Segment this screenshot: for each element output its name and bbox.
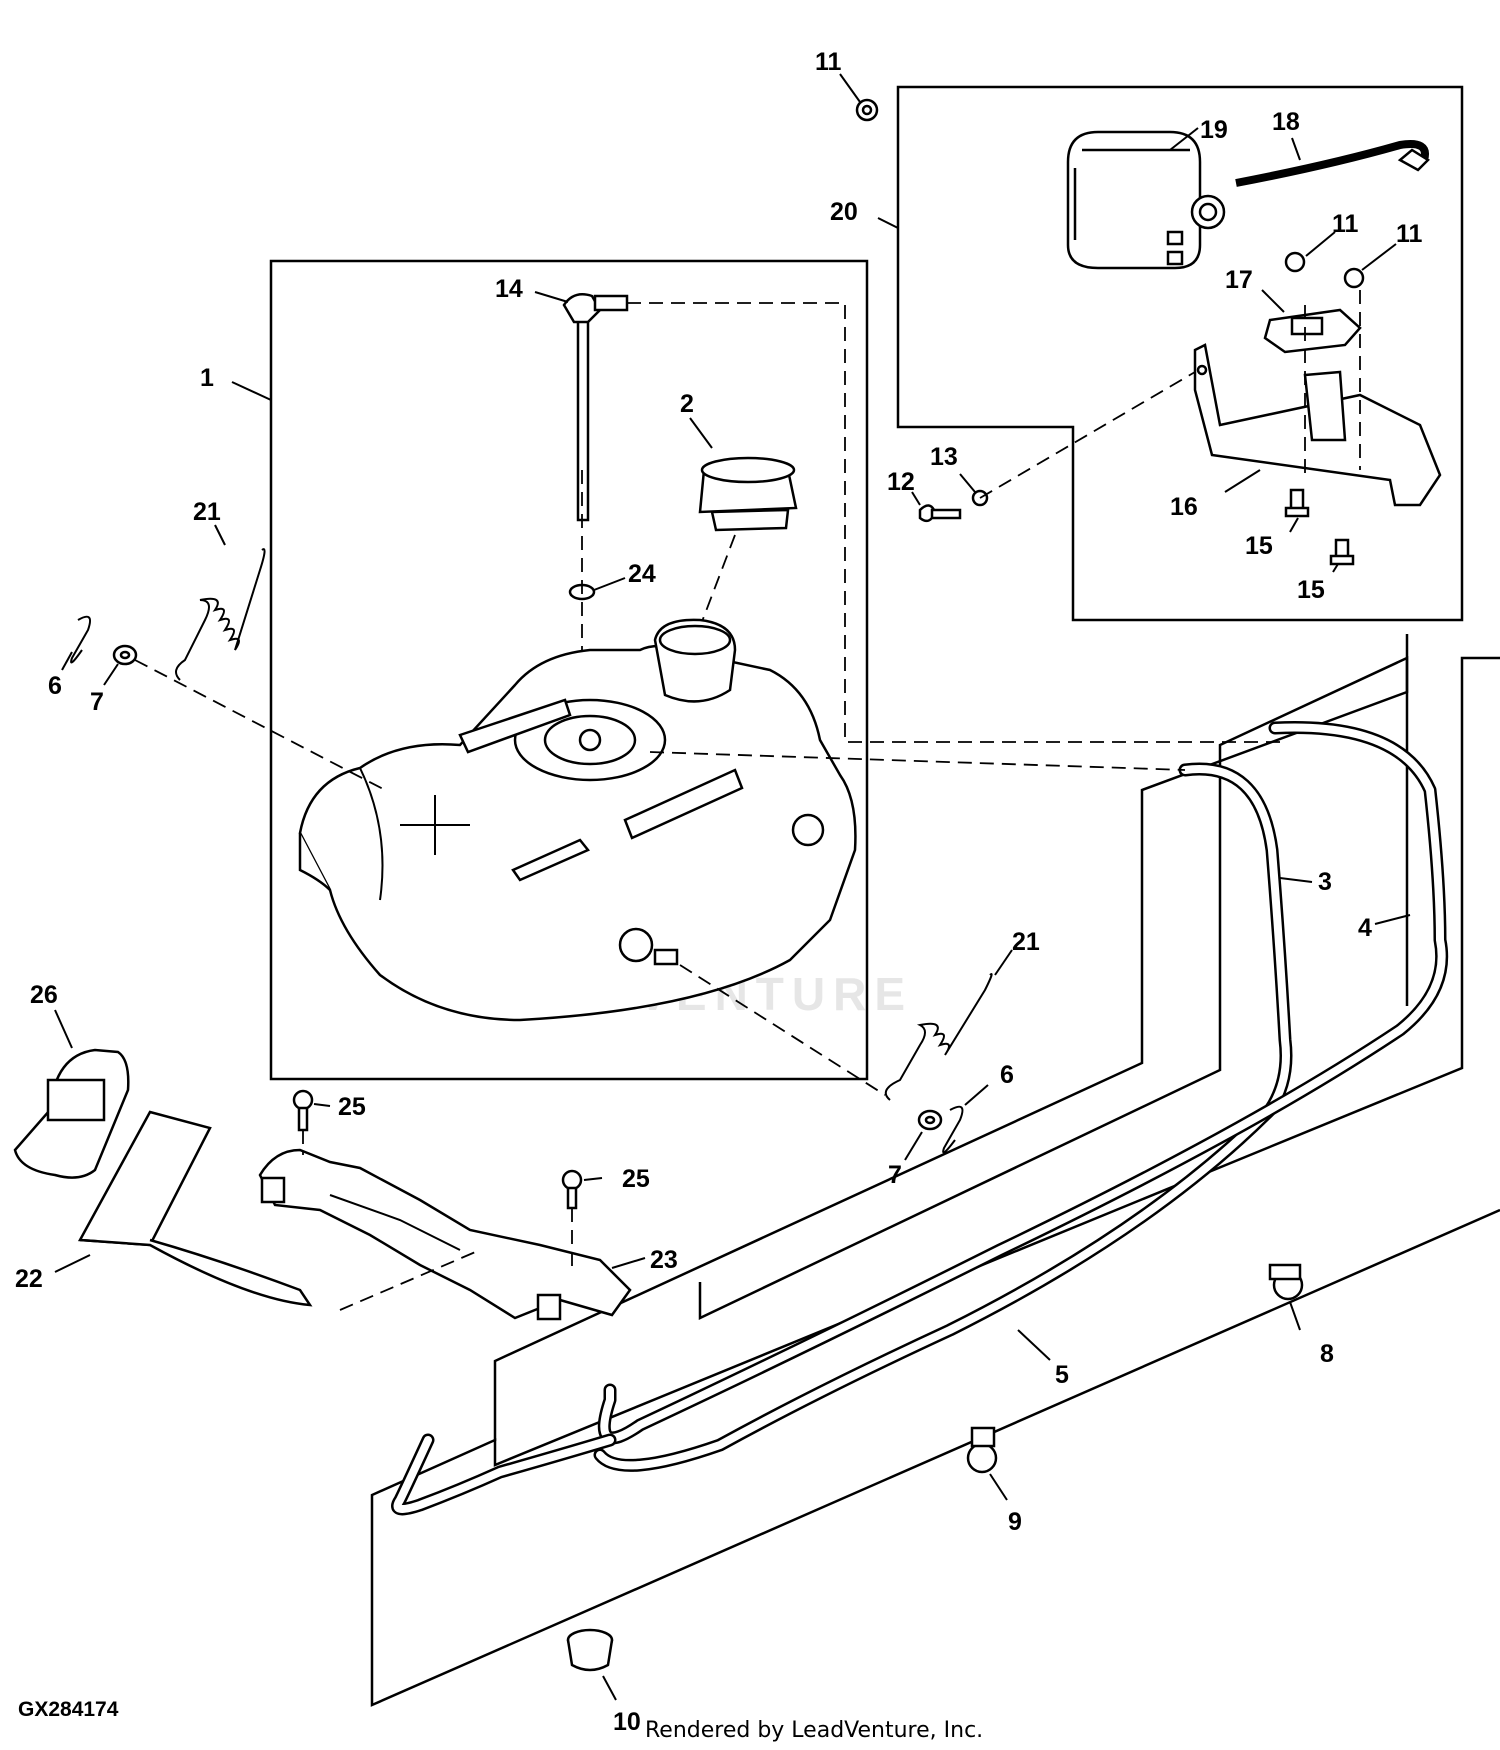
cotter-pin-6-right <box>942 1105 964 1154</box>
callout-12: 12 <box>887 468 915 496</box>
callout-15-b: 15 <box>1297 576 1325 604</box>
callout-17: 17 <box>1225 266 1253 294</box>
pickup-tube-14 <box>562 293 629 522</box>
callout-25-b: 25 <box>622 1165 650 1193</box>
nut-11-b <box>1343 267 1365 289</box>
callout-2: 2 <box>680 390 694 418</box>
callout-8: 8 <box>1320 1340 1334 1368</box>
callout-19: 19 <box>1200 116 1228 144</box>
fuel-hose-3 <box>593 762 1293 1472</box>
callout-20: 20 <box>830 198 858 226</box>
bracket-17 <box>1263 308 1362 354</box>
callout-13: 13 <box>930 443 958 471</box>
callout-9: 9 <box>1008 1508 1022 1536</box>
callout-24: 24 <box>628 560 656 588</box>
callout-5: 5 <box>1055 1361 1069 1389</box>
callout-3: 3 <box>1318 868 1332 896</box>
callout-7-right: 7 <box>888 1161 902 1189</box>
hose-panel-4 <box>698 656 1409 1320</box>
mount-bracket-16 <box>1193 343 1442 507</box>
callout-6-right: 6 <box>1000 1061 1014 1089</box>
hose-clamp-9 <box>966 1426 998 1474</box>
fuel-hose-5 <box>391 1433 617 1516</box>
callout-18: 18 <box>1272 108 1300 136</box>
hose-panel-back <box>493 634 1409 1441</box>
mount-bracket-23 <box>258 1148 632 1321</box>
fuel-tank <box>298 618 857 1022</box>
evap-canister-box <box>896 85 1464 622</box>
evap-canister-19 <box>1066 130 1226 270</box>
pin-12 <box>918 504 962 523</box>
nut-11-top <box>855 98 879 122</box>
callout-4: 4 <box>1358 914 1372 942</box>
callout-23: 23 <box>650 1246 678 1274</box>
callout-15-a: 15 <box>1245 532 1273 560</box>
callout-11-mid: 11 <box>1332 210 1359 238</box>
washer-7-left <box>112 644 138 666</box>
callout-21-left: 21 <box>193 498 221 526</box>
callout-16: 16 <box>1170 493 1198 521</box>
spring-21-right <box>884 973 993 1101</box>
bolt-25-a <box>292 1089 314 1132</box>
tank-assembly-box <box>269 259 869 1081</box>
callout-26: 26 <box>30 981 58 1009</box>
figure-id: GX284174 <box>18 1698 119 1721</box>
bezel-26 <box>13 1048 130 1179</box>
credit-text: Rendered by LeadVenture, Inc. <box>645 1718 984 1743</box>
callout-1: 1 <box>200 364 214 392</box>
callout-14: 14 <box>495 275 523 303</box>
vent-hose-18 <box>1235 140 1430 187</box>
bolt-25-b <box>561 1169 583 1210</box>
callout-11-top: 11 <box>815 48 842 76</box>
nut-11-a <box>1284 251 1306 273</box>
hose-panel-5 <box>370 656 1500 1707</box>
callout-10: 10 <box>613 1708 641 1736</box>
callout-6-left: 6 <box>48 672 62 700</box>
bolt-15-b <box>1329 538 1355 566</box>
grommet-10 <box>566 1628 614 1672</box>
callout-11-right: 11 <box>1396 220 1423 248</box>
duct-22 <box>77 1110 313 1307</box>
washer-7-right <box>917 1109 943 1131</box>
fuel-cap-2 <box>698 456 798 532</box>
spring-21-left <box>175 548 266 681</box>
bolt-15-a <box>1284 488 1310 518</box>
callout-25-a: 25 <box>338 1093 366 1121</box>
callout-7-left: 7 <box>90 688 104 716</box>
callout-21-right: 21 <box>1012 928 1040 956</box>
fuel-hose-4 <box>597 721 1449 1445</box>
cotter-pin-6-left <box>70 615 91 664</box>
callout-22: 22 <box>15 1265 43 1293</box>
hose-clamp-8 <box>1268 1263 1304 1301</box>
